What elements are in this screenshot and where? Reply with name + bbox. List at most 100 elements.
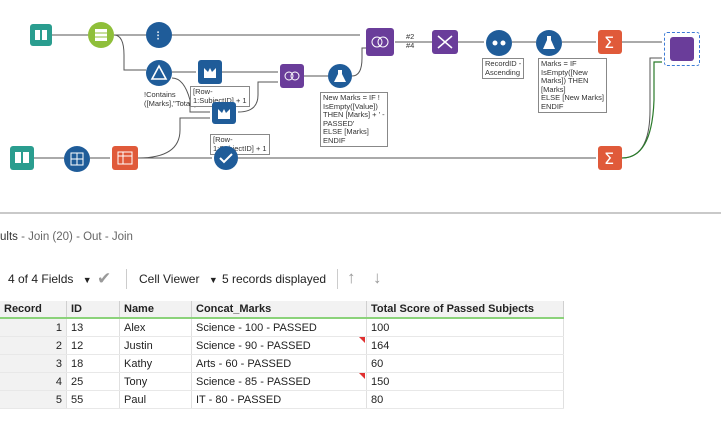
- cell-name[interactable]: Kathy: [119, 354, 192, 373]
- multi-row-formula-tool[interactable]: [198, 60, 222, 84]
- table-row[interactable]: 2 12 Justin Science - 90 - PASSED 164: [0, 336, 564, 355]
- cell-record-value: 4: [55, 375, 62, 388]
- results-title-suffix: - Join (20) - Out - Join: [17, 231, 133, 243]
- record-id-tool[interactable]: ⁝: [146, 22, 172, 48]
- cell-total-score-value: 164: [371, 339, 390, 352]
- cell-record-value: 1: [55, 321, 62, 334]
- cell-id[interactable]: 12: [66, 336, 120, 355]
- cell-concat-marks[interactable]: Science - 85 - PASSED: [191, 372, 367, 391]
- join-tool[interactable]: [280, 64, 304, 88]
- arrow-up-icon[interactable]: ↑: [347, 268, 356, 287]
- cell-record[interactable]: 1: [0, 318, 67, 337]
- columns-icon: [95, 29, 107, 41]
- cell-total-score[interactable]: 164: [366, 336, 564, 355]
- grid-icon: [70, 152, 84, 166]
- cell-id-value: 12: [71, 339, 84, 352]
- cell-viewer-label: Cell Viewer: [139, 272, 200, 286]
- cell-id[interactable]: 13: [66, 318, 120, 337]
- svg-text:Σ: Σ: [604, 33, 614, 52]
- cell-name[interactable]: Alex: [119, 318, 192, 337]
- cross-tab-tool[interactable]: [112, 146, 138, 170]
- text-to-columns-tool[interactable]: [88, 22, 114, 48]
- filter-triangle-icon: [150, 64, 168, 80]
- cell-concat-marks[interactable]: IT - 80 - PASSED: [191, 390, 367, 409]
- cell-record[interactable]: 2: [0, 336, 67, 355]
- cell-concat-marks-value: Science - 85 - PASSED: [196, 375, 311, 388]
- summarize-tool-top[interactable]: Σ: [598, 30, 622, 54]
- crosstab-icon: [117, 151, 133, 165]
- cell-name[interactable]: Justin: [119, 336, 192, 355]
- input-data-tool-2[interactable]: [10, 146, 34, 170]
- join-tool-top[interactable]: [366, 28, 394, 56]
- cell-total-score[interactable]: 60: [366, 354, 564, 373]
- cell-record[interactable]: 4: [0, 372, 67, 391]
- filter-check-tool[interactable]: [214, 146, 238, 170]
- cell-total-score-value: 80: [371, 393, 384, 406]
- flask-icon: [543, 36, 555, 49]
- cell-record[interactable]: 3: [0, 354, 67, 373]
- sort-tool[interactable]: [486, 30, 512, 56]
- cell-id-value: 25: [71, 375, 84, 388]
- book-icon: [35, 30, 47, 40]
- cell-name[interactable]: Tony: [119, 372, 192, 391]
- svg-text:Σ: Σ: [604, 149, 614, 168]
- cell-total-score[interactable]: 100: [366, 318, 564, 337]
- cell-name-value: Paul: [124, 393, 147, 406]
- cell-name-value: Kathy: [124, 357, 153, 370]
- fields-label: 4 of 4 Fields: [8, 272, 74, 286]
- dynamic-label-a: #2: [406, 32, 415, 41]
- cell-total-score-value: 150: [371, 375, 390, 388]
- cell-name[interactable]: Paul: [119, 390, 192, 409]
- sort-dots-icon: [492, 40, 506, 46]
- cell-total-score[interactable]: 150: [366, 372, 564, 391]
- summarize-tool-bottom[interactable]: Σ: [598, 146, 622, 170]
- cell-id[interactable]: 18: [66, 354, 120, 373]
- formula-tool-marks[interactable]: [536, 30, 562, 56]
- formula-tool[interactable]: [328, 64, 352, 88]
- col-header-concat-marks[interactable]: Concat_Marks: [191, 301, 367, 319]
- transpose-tool[interactable]: [432, 30, 458, 54]
- cell-concat-marks-value: Science - 90 - PASSED: [196, 339, 311, 352]
- select-tool[interactable]: [64, 146, 90, 172]
- workflow-canvas[interactable]: ⁝ !Contains ([Marks],"Total") [Row- 1:Su…: [0, 0, 721, 210]
- cell-id[interactable]: 55: [66, 390, 120, 409]
- col-header-id[interactable]: ID: [66, 301, 120, 319]
- records-count: 5 records displayed: [222, 272, 327, 286]
- cell-id[interactable]: 25: [66, 372, 120, 391]
- input-data-tool[interactable]: [30, 24, 52, 46]
- col-header-record[interactable]: Record: [0, 301, 67, 319]
- multirow-icon: [204, 68, 216, 78]
- numbers-icon: ⁝: [156, 29, 160, 44]
- table-row[interactable]: 4 25 Tony Science - 85 - PASSED 150: [0, 372, 564, 391]
- cell-name-value: Tony: [124, 375, 148, 388]
- multi-row-formula-tool-2[interactable]: [212, 102, 236, 124]
- cell-concat-marks[interactable]: Science - 100 - PASSED: [191, 318, 367, 337]
- results-grid[interactable]: Record ID Name Concat_Marks Total Score …: [0, 301, 564, 409]
- col-header-total-score[interactable]: Total Score of Passed Subjects: [366, 301, 564, 319]
- join-tool-final[interactable]: [664, 32, 700, 66]
- pane-splitter[interactable]: [0, 212, 721, 214]
- sort-annotation: RecordID - Ascending: [482, 58, 525, 79]
- join-icon: [670, 37, 694, 61]
- transpose-icon: [437, 35, 453, 49]
- cell-record[interactable]: 5: [0, 390, 67, 409]
- apply-check-icon[interactable]: ✔: [97, 269, 112, 288]
- book-icon: [15, 152, 29, 163]
- filter-tool[interactable]: [146, 60, 172, 86]
- sigma-icon: Σ: [604, 149, 614, 168]
- filter-annotation: !Contains ([Marks],"Total"): [144, 90, 197, 108]
- arrow-down-icon[interactable]: ↓: [373, 268, 382, 287]
- cell-concat-marks[interactable]: Arts - 60 - PASSED: [191, 354, 367, 373]
- marks-formula-annotation: Marks = IF IsEmpty([New Marks]) THEN [Ma…: [538, 58, 607, 113]
- col-header-name[interactable]: Name: [119, 301, 192, 319]
- cell-viewer-dropdown[interactable]: Cell Viewer ▼: [139, 272, 218, 286]
- cell-total-score[interactable]: 80: [366, 390, 564, 409]
- fields-dropdown[interactable]: 4 of 4 Fields ▼: [8, 272, 92, 286]
- cell-concat-marks[interactable]: Science - 90 - PASSED: [191, 336, 367, 355]
- join-icon: [284, 71, 300, 81]
- cell-concat-marks-value: Arts - 60 - PASSED: [196, 357, 292, 370]
- cell-total-score-value: 100: [371, 321, 390, 334]
